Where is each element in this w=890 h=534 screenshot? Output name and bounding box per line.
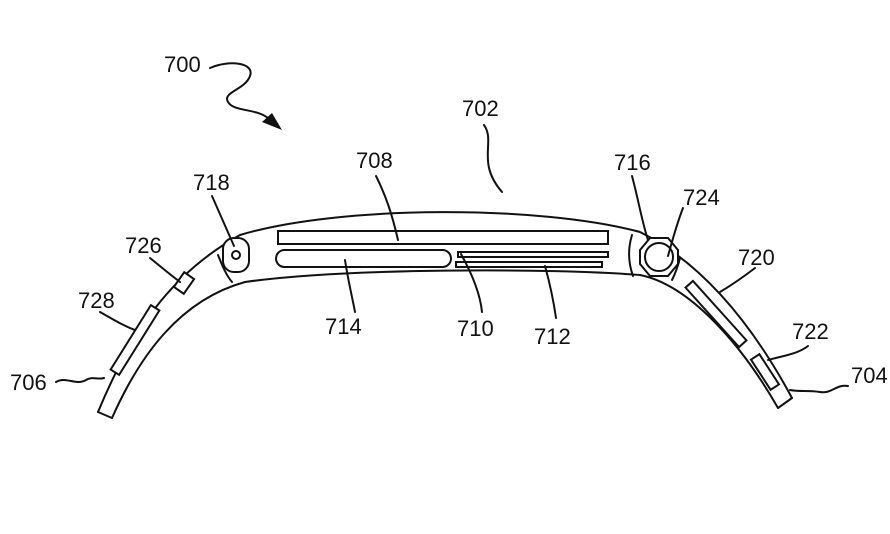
label-720: 720 (738, 245, 775, 270)
leader-714 (344, 259, 356, 313)
label-708: 708 (356, 148, 393, 173)
right-joint-outer (671, 257, 681, 281)
label-722: 722 (792, 319, 829, 344)
band-body (97, 211, 793, 419)
leader-720 (719, 267, 756, 293)
band-end-left (97, 411, 113, 419)
label-712: 712 (534, 324, 571, 349)
label-710: 710 (457, 316, 494, 341)
component-724 (639, 237, 679, 277)
component-714 (275, 249, 452, 268)
leader-716 (631, 175, 649, 241)
label-704: 704 (851, 363, 888, 388)
leader-724 (667, 207, 684, 257)
band-inner-edge (111, 269, 779, 419)
component-718 (222, 237, 250, 273)
component-728 (109, 303, 161, 377)
label-718: 718 (193, 170, 230, 195)
component-720 (684, 279, 748, 349)
leader-710 (460, 253, 483, 313)
label-728: 728 (78, 288, 115, 313)
component-712 (455, 261, 603, 268)
label-724: 724 (683, 185, 720, 210)
leader-708 (375, 175, 399, 241)
leader-706 (55, 377, 105, 383)
leader-lines (55, 62, 849, 394)
band-outer-edge (97, 211, 793, 413)
band-end-right (777, 397, 793, 409)
left-joint (217, 254, 233, 283)
leader-700-arrowhead (262, 113, 282, 130)
label-706: 706 (10, 370, 47, 395)
leader-728 (99, 311, 136, 331)
leader-718 (211, 195, 235, 247)
right-joint (628, 234, 634, 277)
label-726: 726 (125, 233, 162, 258)
label-714: 714 (325, 314, 362, 339)
reference-labels: 700 702 708 716 718 724 726 720 728 714 … (10, 52, 888, 395)
leader-712 (544, 265, 557, 319)
component-722 (749, 352, 781, 392)
component-708 (277, 230, 609, 245)
leader-704 (789, 384, 849, 394)
component-726 (172, 270, 196, 296)
leader-702 (483, 124, 503, 193)
label-700: 700 (164, 52, 201, 77)
leader-726 (149, 257, 181, 283)
component-710 (457, 251, 609, 258)
label-716: 716 (614, 150, 651, 175)
leader-722 (767, 345, 809, 361)
label-702: 702 (462, 96, 499, 121)
leader-700-squiggle (209, 62, 269, 119)
